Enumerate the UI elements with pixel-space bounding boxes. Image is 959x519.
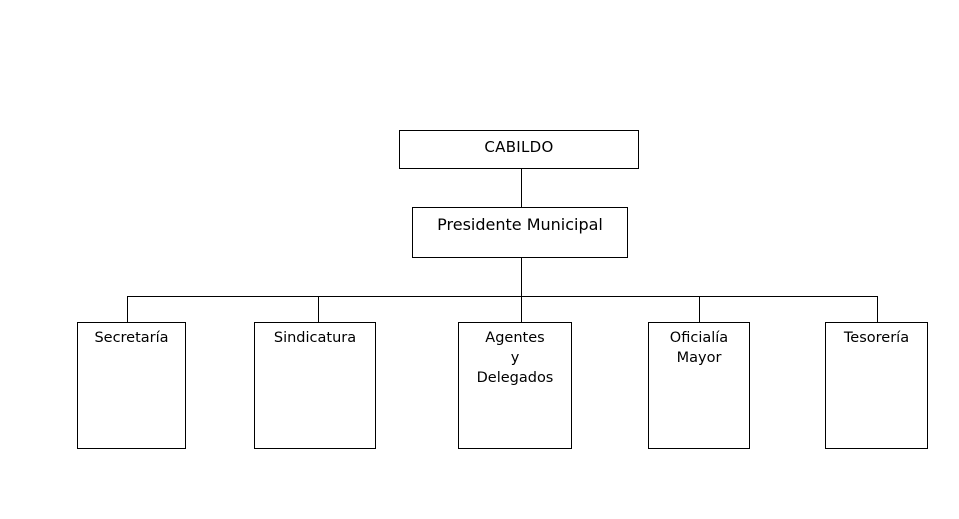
node-secretaria: Secretaría [77,322,186,449]
node-oficialia-mayor: Oficialía Mayor [648,322,750,449]
node-presidente-municipal: Presidente Municipal [412,207,628,258]
connector-agentes [521,296,522,322]
connector-tesoreria [877,296,878,322]
connector-oficialia [699,296,700,322]
connector-secretaria [127,296,128,322]
node-tesoreria-label: Tesorería [843,330,910,346]
connector-presidente-bus [521,258,522,296]
node-agentes-delegados: Agentes y Delegados [458,322,572,449]
node-cabildo-label: CABILDO [484,138,554,156]
node-secretaria-label: Secretaría [94,330,169,346]
node-presidente-label: Presidente Municipal [437,215,603,234]
node-sindicatura-label: Sindicatura [273,330,357,346]
node-agentes-label: Agentes y Delegados [476,330,554,386]
connector-sindicatura [318,296,319,322]
node-cabildo: CABILDO [399,130,639,169]
connector-cabildo-presidente [521,169,522,207]
node-tesoreria: Tesorería [825,322,928,449]
connector-bus [127,296,878,297]
node-oficialia-label: Oficialía Mayor [669,330,729,366]
node-sindicatura: Sindicatura [254,322,376,449]
